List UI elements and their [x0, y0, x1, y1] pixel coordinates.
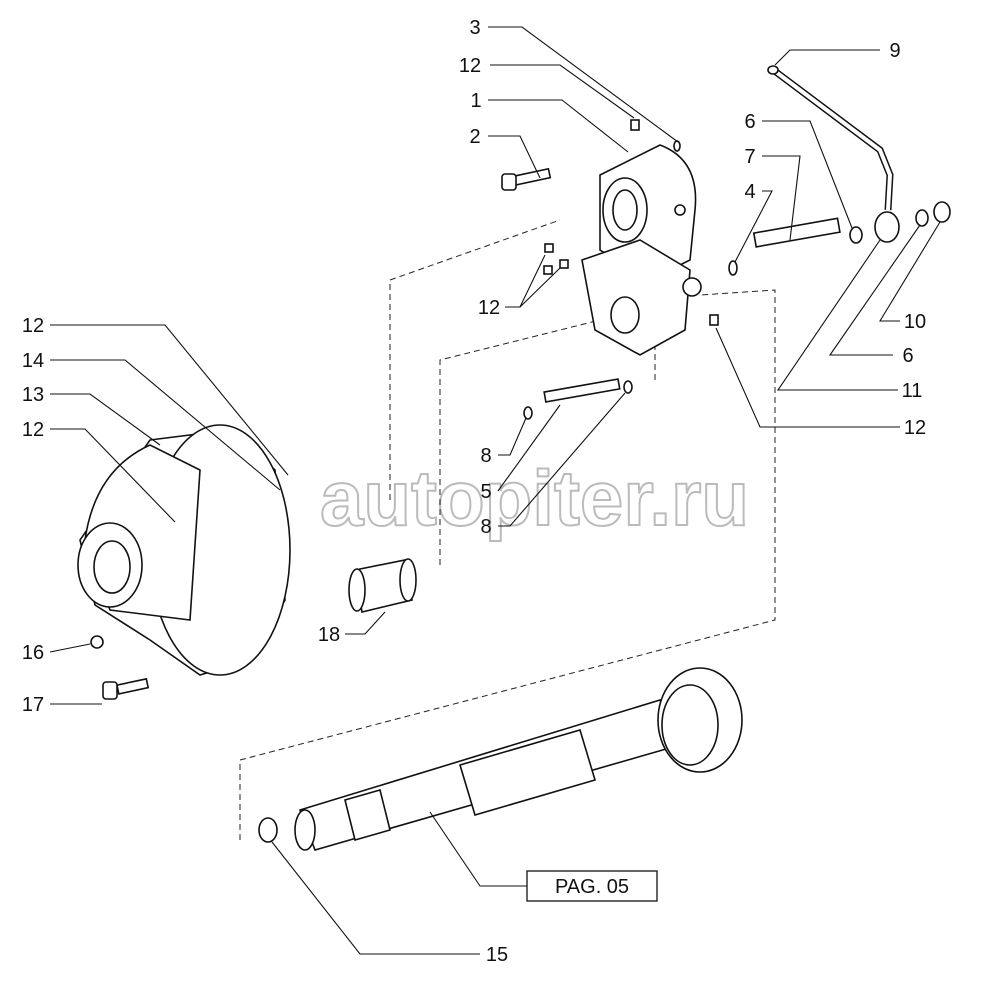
bolt-2 — [501, 167, 552, 191]
shaft-7 — [728, 217, 841, 276]
main-shaft — [258, 667, 743, 851]
callout-1: 1 — [470, 90, 481, 112]
callout-3: 3 — [469, 17, 480, 39]
pin-5 — [543, 378, 621, 403]
plug-16 — [90, 635, 104, 649]
bushing-18 — [348, 558, 417, 613]
banjo-fitting — [874, 211, 900, 243]
callout-2: 2 — [469, 126, 480, 148]
washer-6 — [915, 209, 929, 227]
callout-18: 18 — [318, 624, 340, 646]
callout-11: 11 — [902, 380, 923, 402]
page-reference[interactable]: PAG. 05 — [555, 876, 629, 898]
bolt-17 — [102, 677, 150, 700]
callout-12: 12 — [904, 417, 926, 439]
o-ring-9 — [767, 65, 779, 75]
callout-15: 15 — [486, 944, 508, 966]
o-ring-8 — [623, 380, 633, 394]
washer-6 — [849, 226, 863, 244]
callout-12: 12 — [22, 419, 44, 441]
callout-12: 12 — [22, 315, 44, 337]
callout-6: 6 — [902, 345, 913, 367]
o-ring-3 — [673, 140, 681, 152]
callout-8: 8 — [480, 445, 491, 467]
grub-screw — [543, 265, 553, 275]
callout-17: 17 — [22, 694, 44, 716]
grub-screw — [709, 314, 719, 326]
grub-screw — [630, 119, 640, 131]
o-ring-8 — [523, 406, 533, 420]
callout-5: 5 — [480, 481, 491, 503]
callout-7: 7 — [744, 146, 755, 168]
nut-10 — [933, 201, 951, 223]
callout-8: 8 — [480, 516, 491, 538]
callout-13: 13 — [22, 384, 44, 406]
callout-12: 12 — [478, 297, 500, 319]
callout-4: 4 — [744, 181, 755, 203]
callout-12: 12 — [459, 55, 481, 77]
callout-6: 6 — [744, 111, 755, 133]
grub-screw — [559, 259, 569, 269]
callout-16: 16 — [22, 642, 44, 664]
callout-14: 14 — [22, 350, 44, 372]
main-housing — [77, 424, 291, 676]
callout-10: 10 — [904, 311, 926, 333]
page-reference-box — [526, 870, 658, 902]
lever-body — [581, 239, 702, 356]
callout-9: 9 — [889, 40, 900, 62]
grub-screw — [544, 243, 554, 253]
